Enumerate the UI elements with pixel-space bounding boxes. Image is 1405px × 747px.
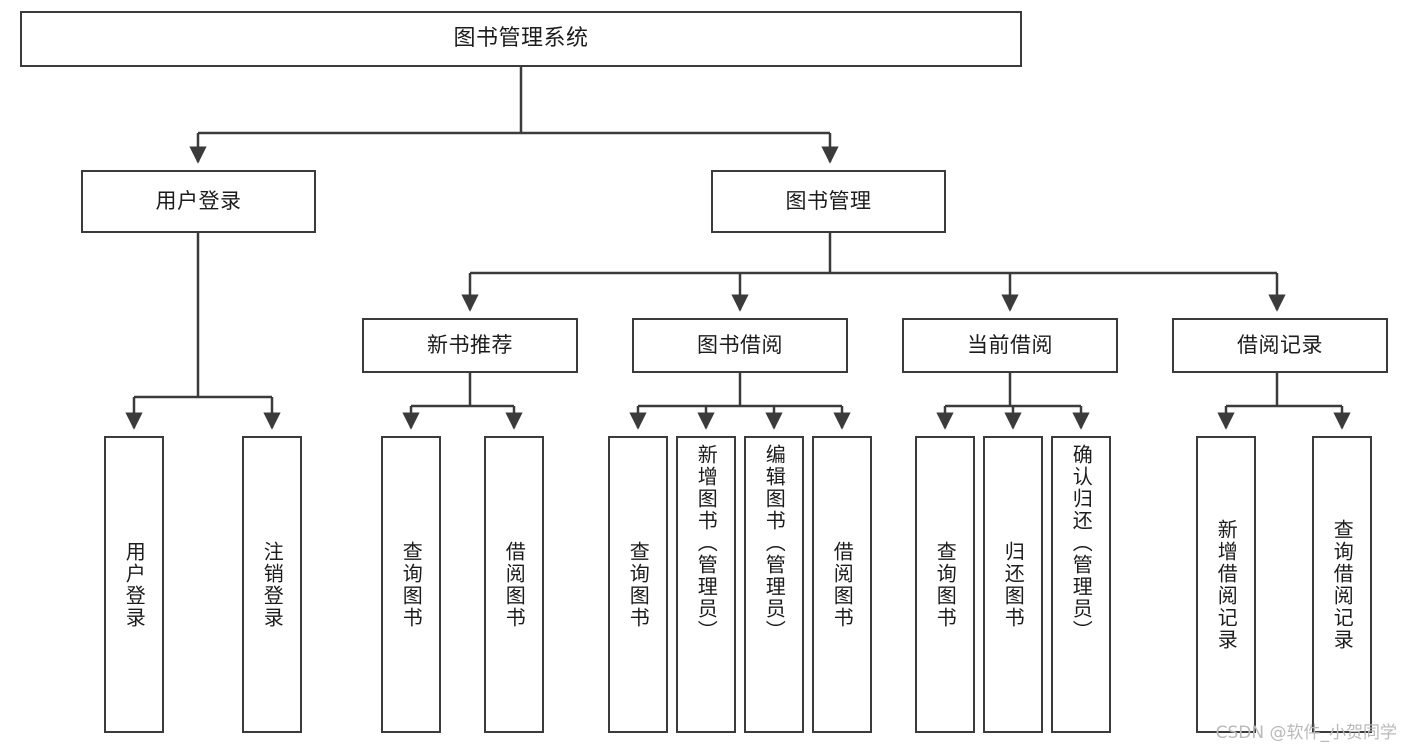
- node-label: 新增图书（管理员）: [694, 444, 719, 642]
- node-root-system[interactable]: 图书管理系统: [20, 11, 1022, 67]
- node-current-borrow[interactable]: 当前借阅: [902, 318, 1118, 373]
- node-user-login[interactable]: 用户登录: [81, 170, 316, 233]
- node-label: 借阅图书: [502, 540, 527, 629]
- node-label: 查询借阅记录: [1330, 518, 1355, 651]
- node-label: 借阅图书: [830, 540, 855, 629]
- leaf-recommend-query-book[interactable]: 查询图书: [381, 436, 441, 733]
- node-label: 新增借阅记录: [1214, 518, 1239, 651]
- leaf-user-login-logout[interactable]: 注销登录: [242, 436, 302, 733]
- node-label: 归还图书: [1001, 540, 1026, 629]
- node-label: 注销登录: [260, 540, 285, 629]
- node-label: 借阅记录: [1237, 332, 1323, 357]
- node-label: 图书管理系统: [453, 25, 589, 51]
- node-label: 确认归还（管理员）: [1069, 444, 1094, 642]
- node-label: 新书推荐: [427, 332, 513, 357]
- node-label: 编辑图书（管理员）: [762, 444, 787, 642]
- leaf-records-add-record[interactable]: 新增借阅记录: [1196, 436, 1256, 733]
- leaf-current-confirm-return-admin[interactable]: 确认归还（管理员）: [1051, 436, 1111, 733]
- node-label: 图书借阅: [697, 332, 783, 357]
- node-book-management[interactable]: 图书管理: [711, 170, 946, 233]
- node-label: 当前借阅: [967, 332, 1053, 357]
- leaf-current-return-book[interactable]: 归还图书: [983, 436, 1043, 733]
- node-label: 查询图书: [626, 540, 651, 629]
- node-book-borrow[interactable]: 图书借阅: [632, 318, 848, 373]
- leaf-user-login-login[interactable]: 用户登录: [104, 436, 164, 733]
- node-label: 用户登录: [122, 540, 147, 629]
- leaf-borrow-query-book[interactable]: 查询图书: [608, 436, 668, 733]
- leaf-current-query-book[interactable]: 查询图书: [915, 436, 975, 733]
- node-label: 查询图书: [933, 540, 958, 629]
- leaf-borrow-edit-book-admin[interactable]: 编辑图书（管理员）: [744, 436, 804, 733]
- node-label: 图书管理: [785, 188, 872, 213]
- node-label: 用户登录: [155, 188, 242, 213]
- watermark: CSDN @软件_小贺同学: [1215, 723, 1397, 743]
- leaf-recommend-borrow-book[interactable]: 借阅图书: [484, 436, 544, 733]
- leaf-records-query-record[interactable]: 查询借阅记录: [1312, 436, 1372, 733]
- node-label: 查询图书: [399, 540, 424, 629]
- node-new-book-recommend[interactable]: 新书推荐: [362, 318, 578, 373]
- leaf-borrow-borrow-book[interactable]: 借阅图书: [812, 436, 872, 733]
- node-borrow-records[interactable]: 借阅记录: [1172, 318, 1388, 373]
- leaf-borrow-add-book-admin[interactable]: 新增图书（管理员）: [676, 436, 736, 733]
